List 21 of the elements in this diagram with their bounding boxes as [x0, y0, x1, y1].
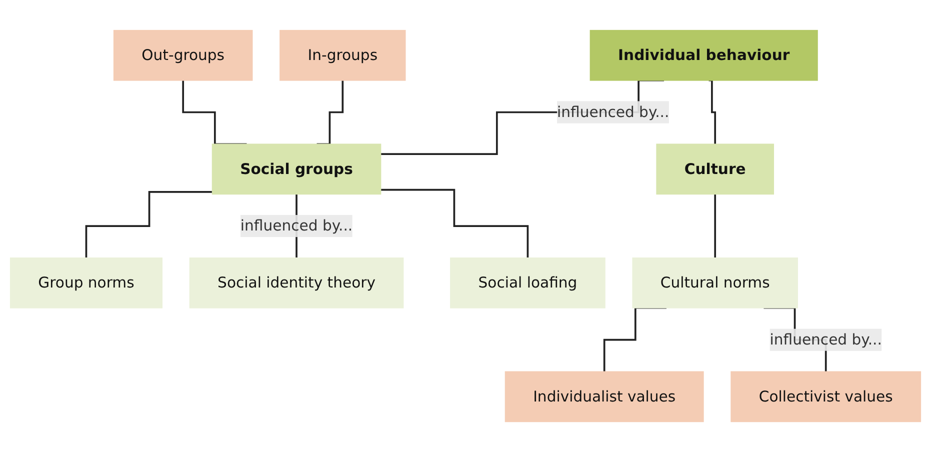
connector	[380, 189, 529, 260]
node-box	[504, 372, 704, 423]
node-box	[730, 372, 922, 423]
node-box	[212, 144, 382, 196]
connector	[708, 80, 716, 146]
node-box	[450, 258, 606, 309]
node-box	[10, 258, 163, 309]
node-box	[656, 144, 774, 196]
connector	[316, 80, 344, 146]
diagram: Out-groups In-groups Individual behaviour influenced by... Social groups Culture influenced by... Group norms Social identity theory Social loafing Cultural norms influenced by... Individualist values Collectivist values	[3, 23, 928, 430]
node-box	[632, 258, 798, 309]
edge-label: influenced by...	[240, 217, 353, 235]
connector	[182, 80, 247, 146]
node-box	[590, 30, 818, 82]
connector	[714, 194, 716, 260]
node-box	[113, 30, 253, 82]
connector	[85, 191, 212, 260]
edge-label: influenced by...	[770, 331, 882, 349]
edge-label: influenced by...	[557, 103, 670, 122]
node-box	[280, 30, 406, 82]
node-box	[189, 258, 404, 309]
